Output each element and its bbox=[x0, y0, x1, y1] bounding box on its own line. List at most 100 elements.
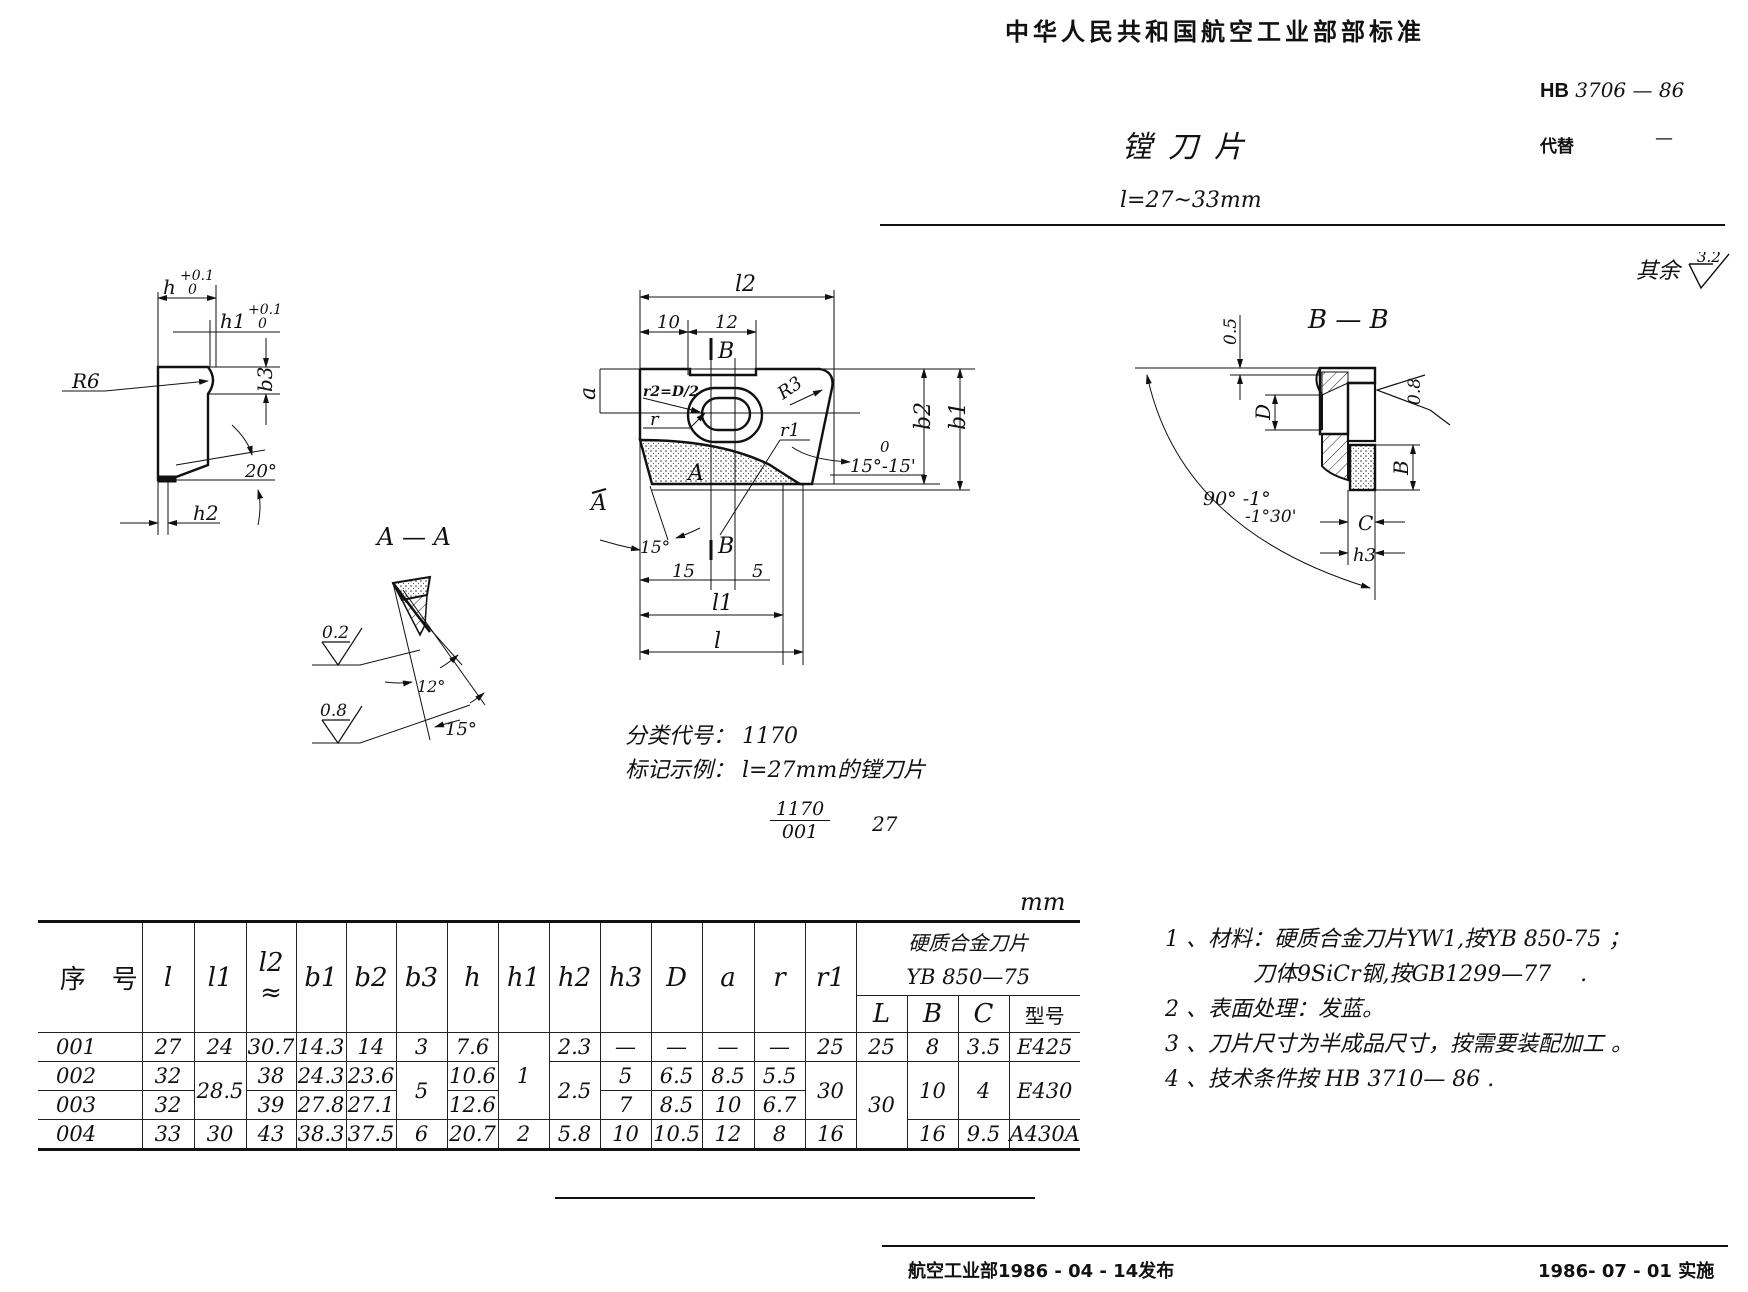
cell-type: E425 bbox=[1008, 1032, 1080, 1062]
svg-text:b3: b3 bbox=[253, 366, 277, 392]
standard-code: HB 3706 — 86 bbox=[1540, 78, 1684, 103]
classification-code-value: 1170 bbox=[742, 724, 799, 749]
replaces-value: — bbox=[1655, 128, 1673, 149]
col-header-r1: r1 bbox=[804, 921, 857, 1033]
cell-h: 20.7 bbox=[446, 1119, 499, 1150]
cell-h2: 2.3 bbox=[548, 1032, 601, 1062]
table-row: 004 33 30 43 38.3 37.5 6 20.7 2 5.8 10 1… bbox=[38, 1119, 1080, 1150]
cell-h: 12.6 bbox=[446, 1090, 499, 1120]
cell-b1: 27.8 bbox=[295, 1090, 347, 1120]
cell-l: 33 bbox=[141, 1119, 195, 1150]
cell-a: 8.5 bbox=[701, 1061, 755, 1091]
svg-text:20°: 20° bbox=[244, 461, 277, 482]
svg-text:12: 12 bbox=[715, 312, 738, 333]
svg-text:D: D bbox=[1251, 404, 1275, 421]
svg-text:0.8: 0.8 bbox=[1405, 378, 1425, 405]
cell-r: 5.5 bbox=[753, 1061, 806, 1091]
cell-h: 10.6 bbox=[446, 1061, 499, 1091]
svg-text:+0.1: +0.1 bbox=[248, 302, 282, 318]
svg-text:l2: l2 bbox=[735, 272, 756, 297]
cell-L: 25 bbox=[855, 1032, 908, 1062]
cell-l2: 30.7 bbox=[245, 1032, 297, 1062]
table-row: 002 32 28.5 38 24.3 23.6 5 10.6 2.5 5 6.… bbox=[38, 1061, 1080, 1150]
cell-b2: 27.1 bbox=[345, 1090, 397, 1120]
cell-L: 30 bbox=[855, 1061, 908, 1150]
cell-b3: 5 bbox=[395, 1061, 448, 1120]
svg-text:B — B: B — B bbox=[1307, 305, 1389, 335]
footer-rule bbox=[882, 1245, 1728, 1247]
table-unit: mm bbox=[1020, 888, 1066, 916]
marking-length: 27 bbox=[872, 812, 898, 836]
svg-text:a: a bbox=[576, 387, 601, 400]
svg-text:0.2: 0.2 bbox=[322, 623, 349, 643]
cell-l: 32 bbox=[141, 1061, 195, 1091]
cell-r: — bbox=[753, 1032, 806, 1062]
cell-r: 8 bbox=[753, 1119, 806, 1150]
roughness-symbol-icon: 3.2 bbox=[1688, 248, 1730, 290]
roughness-label: 其余 bbox=[1636, 259, 1681, 284]
cell-b3: 6 bbox=[395, 1119, 448, 1150]
cell-l: 32 bbox=[141, 1090, 195, 1120]
svg-text:90° -1°: 90° -1° bbox=[1203, 488, 1271, 510]
col-header-l: l bbox=[141, 921, 195, 1033]
svg-text:15°: 15° bbox=[640, 538, 670, 558]
col-header-B: B bbox=[906, 995, 959, 1033]
note-3: 3 、刀片尺寸为半成品尺寸，按需要装配加工 。 bbox=[1165, 1032, 1633, 1057]
classification-code-label: 分类代号： bbox=[625, 724, 736, 749]
cell-r1: 16 bbox=[804, 1119, 857, 1150]
issue-date: 航空工业部1986 - 04 - 14发布 bbox=[908, 1261, 1175, 1282]
svg-text:A: A bbox=[589, 491, 607, 516]
col-header-h1: h1 bbox=[497, 921, 550, 1033]
col-header-carbide-std: YB 850—75 bbox=[855, 959, 1080, 996]
svg-text:A — A: A — A bbox=[375, 523, 451, 551]
svg-text:10: 10 bbox=[657, 312, 680, 333]
dimensions-table: 序 号 l l1 l2 ≈ b1 b2 b3 h h1 h2 h3 D a r … bbox=[38, 920, 1080, 1151]
cell-r: 6.7 bbox=[753, 1090, 806, 1120]
col-header-no: 序 号 bbox=[38, 921, 143, 1033]
standard-number: 3706 — 86 bbox=[1575, 78, 1685, 102]
main-view bbox=[591, 290, 975, 665]
classification-code: 分类代号： 1170 bbox=[625, 718, 798, 750]
col-header-L: L bbox=[855, 995, 908, 1033]
cell-type: A430A bbox=[1008, 1119, 1080, 1150]
cell-h2: 5.8 bbox=[548, 1119, 601, 1150]
cell-h3: 5 bbox=[599, 1061, 652, 1091]
svg-text:l1: l1 bbox=[712, 591, 733, 616]
col-header-r: r bbox=[753, 921, 806, 1033]
svg-text:b1: b1 bbox=[946, 402, 971, 430]
svg-text:12°: 12° bbox=[417, 677, 445, 696]
svg-text:h3: h3 bbox=[1353, 545, 1376, 566]
cell-b1: 38.3 bbox=[295, 1119, 347, 1150]
cell-a: — bbox=[701, 1032, 755, 1062]
cell-B: 16 bbox=[906, 1119, 959, 1150]
cell-C: 4 bbox=[957, 1061, 1010, 1120]
header-rule bbox=[880, 224, 1725, 226]
svg-text:r2=D/2: r2=D/2 bbox=[643, 384, 699, 400]
col-header-h3: h3 bbox=[599, 921, 652, 1033]
cell-b1: 14.3 bbox=[295, 1032, 347, 1062]
cell-D: — bbox=[650, 1032, 703, 1062]
part-range: l=27~33mm bbox=[1120, 188, 1262, 213]
cell-h: 7.6 bbox=[446, 1032, 499, 1062]
svg-text:B: B bbox=[717, 534, 734, 559]
replaces-label: 代替 bbox=[1540, 137, 1574, 157]
svg-text:+0.1: +0.1 bbox=[180, 268, 214, 284]
cell-a: 10 bbox=[701, 1090, 755, 1120]
cell-h3: — bbox=[599, 1032, 652, 1062]
marking-example-label: 标记示例： bbox=[625, 758, 736, 783]
svg-text:r1: r1 bbox=[780, 420, 800, 441]
cell-C: 3.5 bbox=[957, 1032, 1010, 1062]
cell-h2: 2.5 bbox=[548, 1061, 601, 1120]
col-header-carbide: 硬质合金刀片 bbox=[855, 921, 1080, 959]
surface-roughness-other: 其余 3.2 bbox=[1636, 248, 1733, 292]
standard-prefix: HB bbox=[1540, 80, 1569, 102]
svg-text:15°-15': 15°-15' bbox=[850, 456, 916, 477]
cell-D: 8.5 bbox=[650, 1090, 703, 1120]
cell-l2: 38 bbox=[245, 1061, 297, 1091]
effective-date: 1986- 07 - 01 实施 bbox=[1538, 1261, 1715, 1282]
cell-h1: 1 bbox=[497, 1032, 550, 1120]
technical-drawings: h+0.10 h1+0.10 R6 b3 20° h2 bbox=[62, 268, 1451, 745]
cell-l1: 28.5 bbox=[193, 1061, 247, 1120]
col-header-a: a bbox=[701, 921, 755, 1033]
svg-text:b2: b2 bbox=[911, 402, 936, 430]
